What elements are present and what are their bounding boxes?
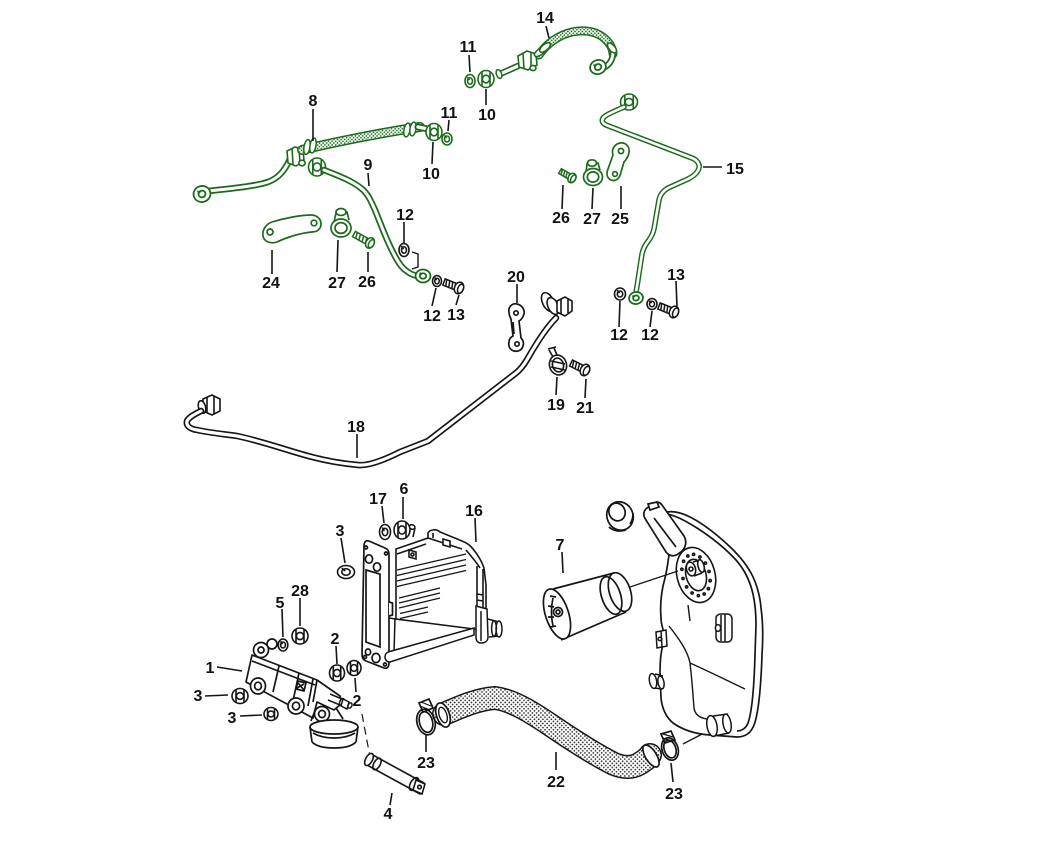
svg-text:20: 20 [507,269,525,286]
svg-text:2: 2 [331,631,340,648]
svg-text:19: 19 [547,397,565,414]
svg-text:11: 11 [441,105,458,122]
svg-text:8: 8 [309,93,318,110]
svg-text:1: 1 [206,660,215,677]
svg-text:3: 3 [228,710,237,727]
svg-text:12: 12 [423,308,441,325]
svg-text:9: 9 [364,157,373,174]
svg-text:12: 12 [610,327,628,344]
svg-text:23: 23 [417,755,435,772]
svg-text:3: 3 [336,523,345,540]
svg-text:2: 2 [353,693,362,710]
svg-text:12: 12 [641,327,659,344]
svg-text:27: 27 [328,275,346,292]
svg-text:13: 13 [447,307,465,324]
svg-text:28: 28 [291,583,309,600]
svg-text:14: 14 [536,10,554,27]
svg-text:26: 26 [358,274,376,291]
svg-text:15: 15 [726,161,744,178]
svg-text:10: 10 [422,166,440,183]
svg-text:24: 24 [262,275,280,292]
svg-text:7: 7 [556,537,565,554]
svg-text:13: 13 [667,267,685,284]
svg-text:16: 16 [465,503,483,520]
svg-text:11: 11 [460,39,477,56]
svg-text:21: 21 [576,400,594,417]
svg-text:22: 22 [547,774,565,791]
svg-text:17: 17 [369,491,387,508]
svg-text:25: 25 [611,211,629,228]
svg-text:5: 5 [276,595,285,612]
svg-text:27: 27 [583,211,601,228]
svg-text:4: 4 [384,806,393,823]
svg-text:6: 6 [400,481,409,498]
svg-text:10: 10 [478,107,496,124]
svg-text:18: 18 [347,419,365,436]
svg-text:23: 23 [665,786,683,803]
svg-text:12: 12 [396,207,414,224]
svg-text:26: 26 [552,210,570,227]
svg-text:3: 3 [194,688,203,705]
